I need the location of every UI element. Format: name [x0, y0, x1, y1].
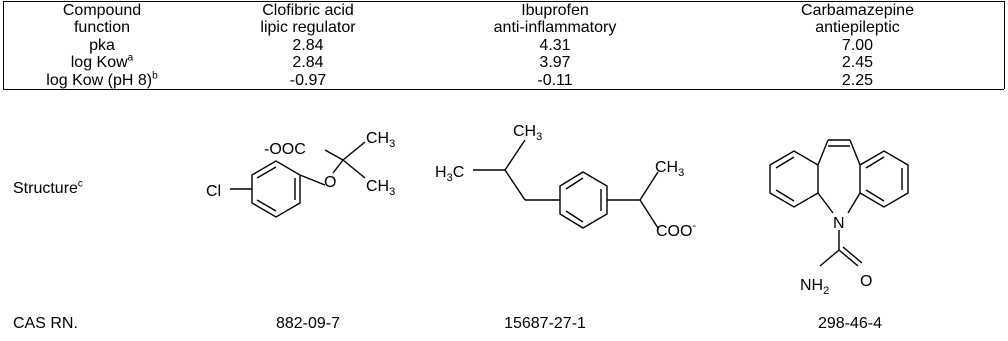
table-top-border	[3, 1, 1004, 2]
carbamazepine-nh2: NH2	[800, 277, 829, 297]
carbamazepine-n: N	[833, 215, 845, 232]
ibuprofen-ch3-top-ch: CH	[513, 123, 536, 140]
clofibric-ch3-bottom-sub: 3	[389, 186, 395, 198]
clofibric-ch3-bottom: CH3	[366, 178, 395, 198]
cell-function-clofibric: lipic regulator	[260, 19, 356, 36]
row-label-log-kow: log Kowa	[2, 52, 202, 71]
ibuprofen-coo-text: COO	[656, 223, 692, 240]
cell-logkow-carbamazepine: 2.45	[841, 54, 874, 71]
carbamazepine-structure	[769, 139, 909, 267]
structure-text: Structure	[13, 180, 78, 197]
ibuprofen-h3c-c: C	[453, 164, 465, 181]
clofibric-structure	[230, 141, 366, 218]
table-left-border	[3, 1, 4, 89]
ibuprofen-ch3-right: CH3	[655, 159, 684, 179]
clofibric-ch3-top-sub: 3	[389, 138, 395, 150]
ibuprofen-h3c-h: H	[435, 164, 447, 181]
ibuprofen-h3c: H3C	[435, 164, 464, 184]
carbamazepine-nh2-nh: NH	[800, 277, 823, 294]
clofibric-ch3-bottom-ch: CH	[366, 178, 389, 195]
clofibric-ch3-top-ch: CH	[366, 130, 389, 147]
table-right-border	[1004, 1, 1005, 89]
ibuprofen-structure	[473, 139, 659, 229]
cell-logkow-clofibric: 2.84	[292, 54, 324, 71]
footnote-b: b	[152, 70, 158, 82]
row-label-log-kow-ph8: log Kow (pH 8)b	[2, 70, 202, 89]
cell-function-ibuprofen: anti-inflammatory	[493, 19, 617, 36]
structure-label: Structurec	[13, 178, 83, 198]
cell-compound-ibuprofen: Ibuprofen	[521, 2, 589, 19]
cas-clofibric: 882-09-7	[275, 315, 341, 332]
log-kow-ph8-text: log Kow (pH 8)	[46, 72, 153, 89]
clofibric-cl: Cl	[206, 183, 221, 200]
carbamazepine-nh2-sub: 2	[823, 285, 829, 297]
cell-pka-carbamazepine: 7.00	[841, 37, 874, 54]
ibuprofen-ch3-right-ch: CH	[655, 159, 678, 176]
footnote-a: a	[127, 52, 134, 64]
carbamazepine-left-ring	[769, 150, 819, 208]
ibuprofen-benzene-ring	[559, 171, 608, 229]
cell-logkowph8-carbamazepine: 2.25	[841, 72, 874, 89]
ibuprofen-coo-minus: -	[692, 220, 696, 232]
cas-ibuprofen: 15687-27-1	[504, 315, 586, 332]
cell-compound-clofibric: Clofibric acid	[262, 2, 354, 19]
cas-carbamazepine: 298-46-4	[817, 315, 883, 332]
carbamazepine-right-ring	[859, 150, 909, 208]
ibuprofen-ch3-top: CH3	[513, 123, 542, 143]
clofibric-ch3-top: CH3	[366, 130, 395, 150]
table-bottom-border	[3, 89, 1004, 90]
cas-label: CAS RN.	[13, 315, 78, 332]
cell-function-carbamazepine: antiepileptic	[815, 19, 900, 36]
clofibric-ether-o: O	[324, 174, 336, 191]
cell-pka-clofibric: 2.84	[292, 37, 324, 54]
footnote-c: c	[77, 178, 83, 190]
ibuprofen-coo: COO-	[656, 220, 696, 240]
cell-pka-ibuprofen: 4.31	[539, 37, 571, 54]
clofibric-carboxylate: -OOC	[264, 141, 306, 158]
ibuprofen-h3c-sub: 3	[447, 172, 453, 184]
carbamazepine-o: O	[860, 273, 872, 290]
row-label-compound: Compound	[62, 2, 142, 19]
cell-compound-carbamazepine: Carbamazepine	[801, 2, 914, 19]
row-label-function: function	[73, 19, 131, 36]
clofibric-benzene-ring	[251, 160, 301, 218]
cell-logkow-ibuprofen: 3.97	[539, 54, 571, 71]
ibuprofen-ch3-top-sub: 3	[536, 131, 542, 143]
cell-logkowph8-clofibric: -0.97	[289, 72, 327, 89]
log-kow-text: log Kow	[70, 54, 128, 71]
cell-logkowph8-ibuprofen: -0.11	[537, 72, 573, 89]
ibuprofen-ch3-right-sub: 3	[678, 167, 684, 179]
row-label-pka: pka	[89, 37, 115, 54]
